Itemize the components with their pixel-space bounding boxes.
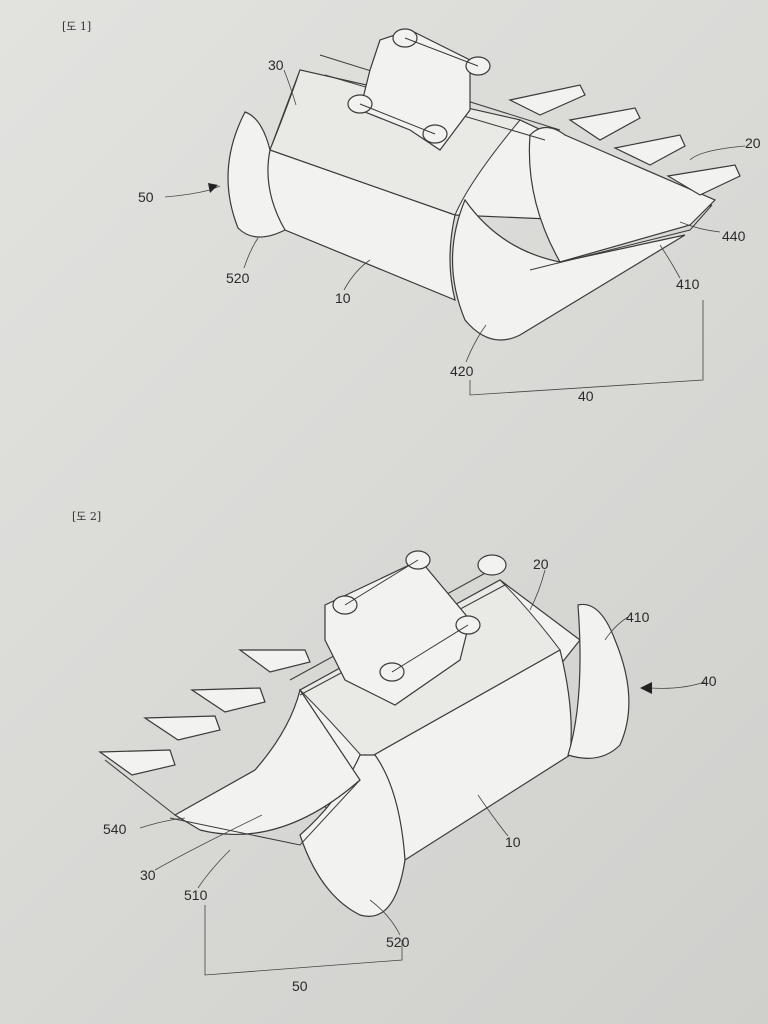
ref-50: 50 (292, 978, 308, 994)
teeth-row (508, 84, 741, 196)
side-plate-right (451, 198, 686, 341)
side-plate-right (567, 603, 630, 759)
pipe-end (477, 554, 507, 576)
ref-410: 410 (676, 276, 700, 292)
ref-440: 440 (722, 228, 746, 244)
figure-2: [도 2] (72, 510, 717, 994)
ref-540: 540 (103, 821, 127, 837)
ref-20: 20 (745, 135, 761, 151)
cutting-edge (104, 759, 361, 846)
figure-2-label: [도 2] (72, 510, 101, 523)
linkage-bracket (324, 550, 481, 706)
ref-420: 420 (450, 363, 474, 379)
ref-510: 510 (184, 887, 208, 903)
upper-lip (173, 688, 361, 836)
upper-lip (528, 126, 717, 263)
ref-410: 410 (626, 609, 650, 625)
figure-1-label: [도 1] (62, 20, 91, 33)
teeth-row (98, 649, 311, 776)
ref-20: 20 (533, 556, 549, 572)
ref-520: 520 (226, 270, 250, 286)
arrow-icon (208, 183, 218, 193)
ref-10: 10 (335, 290, 351, 306)
ref-40: 40 (701, 673, 717, 689)
ref-40: 40 (578, 388, 594, 404)
ref-50: 50 (138, 189, 154, 205)
side-plate-left (227, 111, 286, 238)
linkage-bracket (347, 28, 491, 151)
arrow-icon (640, 682, 652, 694)
ref-30: 30 (140, 867, 156, 883)
ref-30: 30 (268, 57, 284, 73)
ref-10: 10 (505, 834, 521, 850)
ref-520: 520 (386, 934, 410, 950)
figure-1: [도 1] (62, 20, 761, 404)
side-plate-left (299, 754, 406, 917)
